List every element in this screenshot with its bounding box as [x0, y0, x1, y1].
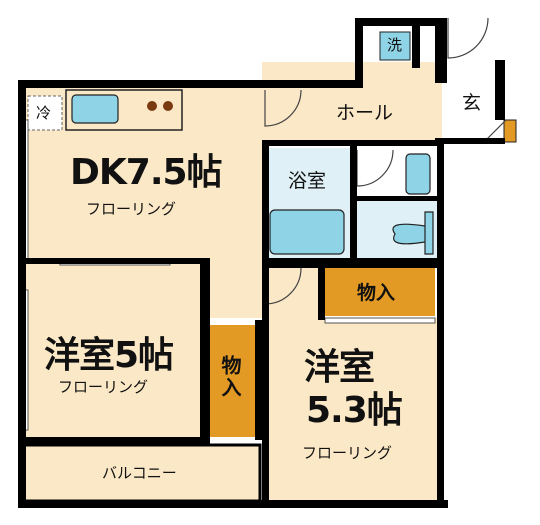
fridge-space	[27, 95, 63, 131]
storage-side-fill	[208, 325, 258, 437]
kitchen-sink	[71, 94, 119, 124]
dk-floor-lower	[205, 256, 262, 318]
western1-floor-label: フローリング	[58, 378, 149, 396]
western1-floor	[26, 264, 206, 442]
stove-burner	[163, 101, 173, 111]
western2-name-bottom: 5.3帖	[306, 390, 403, 431]
storage-side-label: 物入	[218, 355, 242, 399]
storage-top-fill	[325, 268, 435, 316]
walls	[18, 18, 505, 508]
storage-top-label: 物入	[357, 282, 396, 304]
western2-floor-label: フローリング	[302, 444, 393, 462]
hall-floor	[262, 88, 442, 146]
stove-burner	[147, 101, 157, 111]
bathtub	[269, 209, 345, 255]
fridge-symbol: 冷	[36, 104, 52, 122]
balcony-floor	[22, 445, 260, 503]
shoe-box	[503, 119, 517, 143]
balcony-rail	[20, 443, 262, 503]
western2-floor-top	[265, 264, 323, 320]
western1-name: 洋室5帖	[44, 335, 174, 376]
western2-name-top: 洋室	[304, 347, 375, 388]
entrance-label: 玄	[462, 92, 482, 114]
bath-label: 浴室	[288, 170, 327, 192]
western2-floor	[265, 318, 437, 503]
entrance-floor	[442, 62, 504, 142]
toilet	[392, 211, 434, 255]
balcony-label: バルコニー	[102, 464, 177, 482]
washer-symbol: 洗	[387, 36, 403, 54]
washer-space	[379, 31, 411, 61]
dk-name: DK7.5帖	[70, 152, 223, 193]
wash-basin	[405, 153, 431, 195]
dk-floor-label: フローリング	[86, 200, 177, 218]
hall-label: ホール	[336, 102, 394, 124]
